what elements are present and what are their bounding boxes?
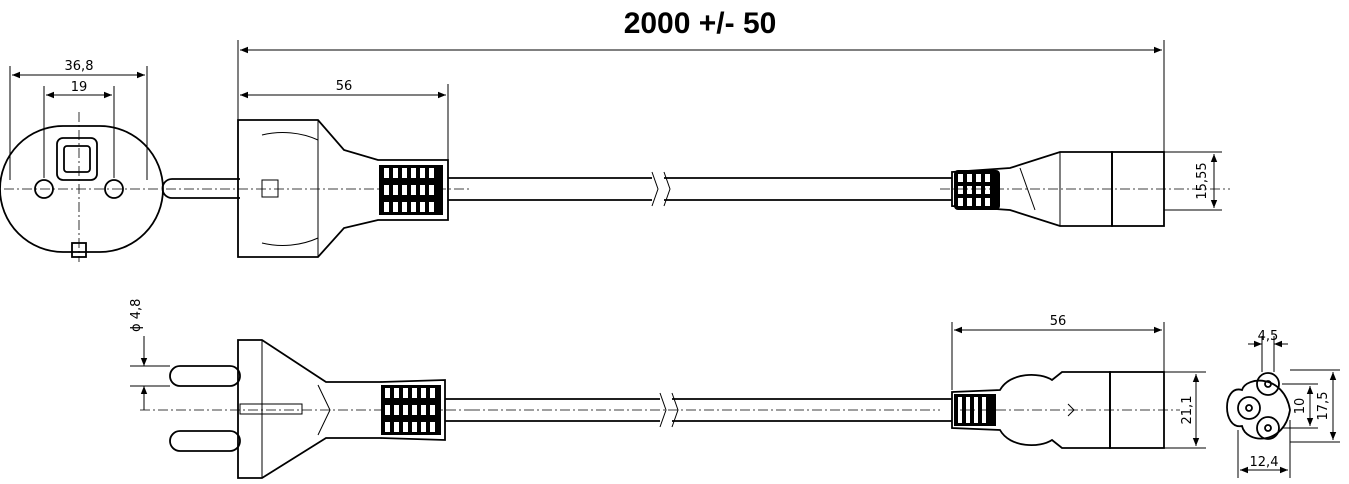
plug-length-label: 56 bbox=[336, 79, 353, 94]
c5-connector-face bbox=[1226, 336, 1340, 478]
cable-top bbox=[448, 171, 952, 207]
cable-bottom bbox=[445, 392, 952, 428]
overall-length-title: 2000 +/- 50 bbox=[624, 7, 777, 40]
face-height-label: 17,5 bbox=[1316, 392, 1331, 421]
plug-top-view bbox=[130, 336, 470, 479]
connector-height-label: 15,55 bbox=[1195, 162, 1210, 199]
plug-grip-ribs bbox=[379, 165, 443, 215]
schuko-plug-face bbox=[0, 66, 164, 262]
pin-diameter-label: ϕ 4,8 bbox=[129, 299, 144, 332]
overall-length-dimension bbox=[237, 40, 1165, 160]
face-hole-spacing-label: 10 bbox=[1293, 398, 1308, 415]
face-offset-label: 4,5 bbox=[1258, 329, 1279, 344]
connector-grip-ribs bbox=[954, 170, 1000, 210]
c5-connector-top bbox=[940, 151, 1230, 227]
plug-grip-ribs-bottom bbox=[381, 385, 441, 435]
c5-connector-bottom bbox=[951, 322, 1206, 449]
plug-side-view bbox=[161, 84, 470, 258]
socket-diameter-label: 36,8 bbox=[65, 59, 94, 74]
pin-spacing-label: 19 bbox=[71, 80, 88, 95]
connector-width-label: 21,1 bbox=[1180, 396, 1195, 425]
connector-length-label: 56 bbox=[1050, 314, 1067, 329]
face-width-label: 12,4 bbox=[1250, 455, 1279, 470]
